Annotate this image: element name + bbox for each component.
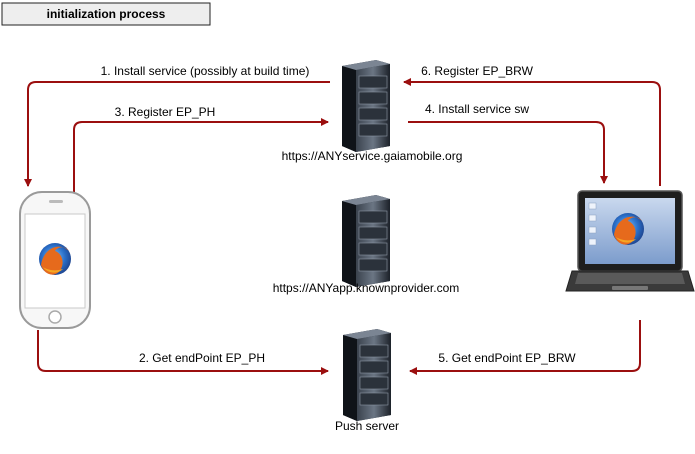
app-server-label: https://ANYapp.knownprovider.com [273,281,460,295]
smartphone-icon [19,191,91,329]
arrow-step-2 [37,330,329,375]
laptop-node [565,190,695,292]
server-icon [341,194,391,288]
push-server-label: Push server [335,419,399,433]
phone-node [19,191,91,329]
push-server-node: Push server [335,328,399,433]
connectors [24,78,661,375]
service-server-node: https://ANYservice.gaiamobile.org [282,59,463,163]
step-2-label: 2. Get endPoint EP_PH [139,351,265,365]
step-1-label: 1. Install service (possibly at build ti… [101,64,310,78]
step-4-label: 4. Install service sw [425,102,529,116]
step-6-label: 6. Register EP_BRW [421,64,533,78]
arrow-step-4 [408,121,608,184]
diagram-title: initialization process [47,7,166,21]
title-box: initialization process [1,2,211,26]
arrow-step-6 [403,78,661,186]
server-icon [342,328,392,422]
step-5-label: 5. Get endPoint EP_BRW [438,351,576,365]
server-icon [341,59,391,153]
step-3-label: 3. Register EP_PH [115,105,216,119]
app-server-node: https://ANYapp.knownprovider.com [273,194,460,295]
arrow-step-3 [73,118,329,195]
arrow-step-1 [24,81,330,187]
service-server-label: https://ANYservice.gaiamobile.org [282,149,463,163]
laptop-icon [565,190,695,292]
arrow-step-5 [409,320,641,375]
